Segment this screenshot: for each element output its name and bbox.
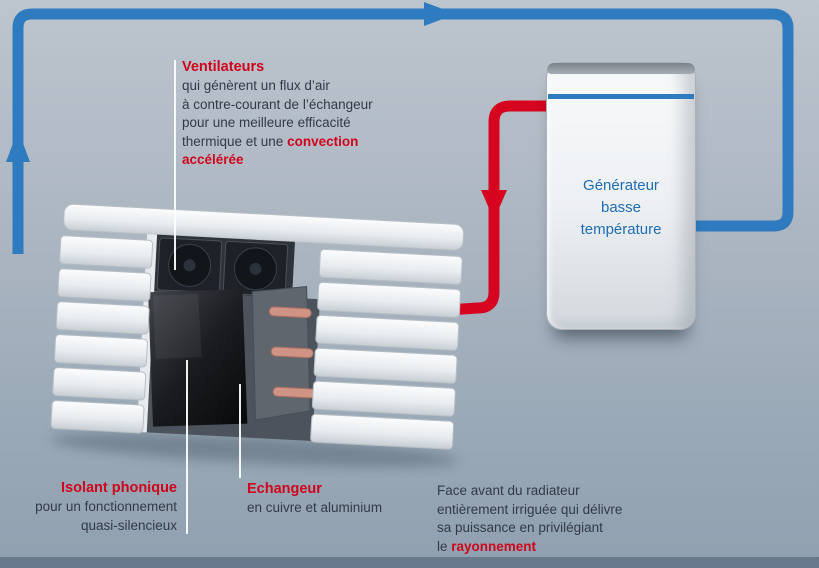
echangeur-line1: en cuivre et aluminium [247, 500, 383, 515]
blue-flow-arrow-up [6, 130, 30, 162]
ventilateurs-pointer-line [174, 60, 176, 270]
generator-label: Générateur basse température [580, 177, 662, 238]
insulation-gloss [152, 293, 202, 359]
ventilateurs-body-text: qui génèrent un flux d’air à contre-cour… [182, 78, 373, 149]
radiator-shadow [49, 433, 459, 467]
face-avant-line4-prefix: le [437, 538, 452, 554]
face-avant-line4: le rayonnement [437, 538, 667, 557]
generator-unit: Générateur basse température [546, 62, 696, 330]
red-flow-arrow-down [481, 190, 507, 220]
radiator-right-slats [310, 248, 463, 450]
red-pipe [447, 100, 556, 316]
echangeur-title: Echangeur [247, 481, 322, 497]
echangeur-label: Echangeur en cuivre et aluminium [247, 480, 427, 518]
isolant-label: Isolant phonique pour un fonctionnement … [10, 479, 177, 535]
blue-pipe [12, 8, 794, 254]
ventilateurs-title: Ventilateurs [182, 59, 265, 75]
generator-blue-stripe [548, 94, 694, 99]
face-avant-line1: Face avant du radiateur [437, 483, 580, 498]
generator-top-cap [547, 63, 695, 74]
isolant-title: Isolant phonique [61, 480, 177, 496]
ventilateurs-body: qui génèrent un flux d’air à contre-cour… [182, 77, 407, 170]
face-avant-label: Face avant du radiateur entièrement irri… [437, 482, 667, 556]
fan-right-hub [249, 262, 262, 275]
blue-flow-arrow-right [424, 2, 456, 26]
face-avant-line3: sa puissance en privilégiant [437, 520, 603, 535]
face-avant-line2: entièrement irriguée qui délivre [437, 501, 623, 517]
fan-left-hub [183, 259, 196, 272]
radiator-left-slats [50, 235, 154, 434]
isolant-line1: pour un fonctionnement [35, 499, 177, 514]
face-avant-highlight: rayonnement [451, 538, 537, 554]
isolant-line2: quasi-silencieux [80, 517, 177, 533]
ventilateurs-highlight: convection accélérée [182, 133, 359, 168]
radiator-cutaway-illustration [49, 203, 465, 467]
isolant-pointer-line [186, 360, 188, 534]
footer-band [0, 557, 819, 568]
echangeur-pointer-line [239, 384, 241, 478]
ventilateurs-label: Ventilateurs qui génèrent un flux d’air … [182, 58, 407, 170]
insulation-panel [148, 289, 248, 427]
